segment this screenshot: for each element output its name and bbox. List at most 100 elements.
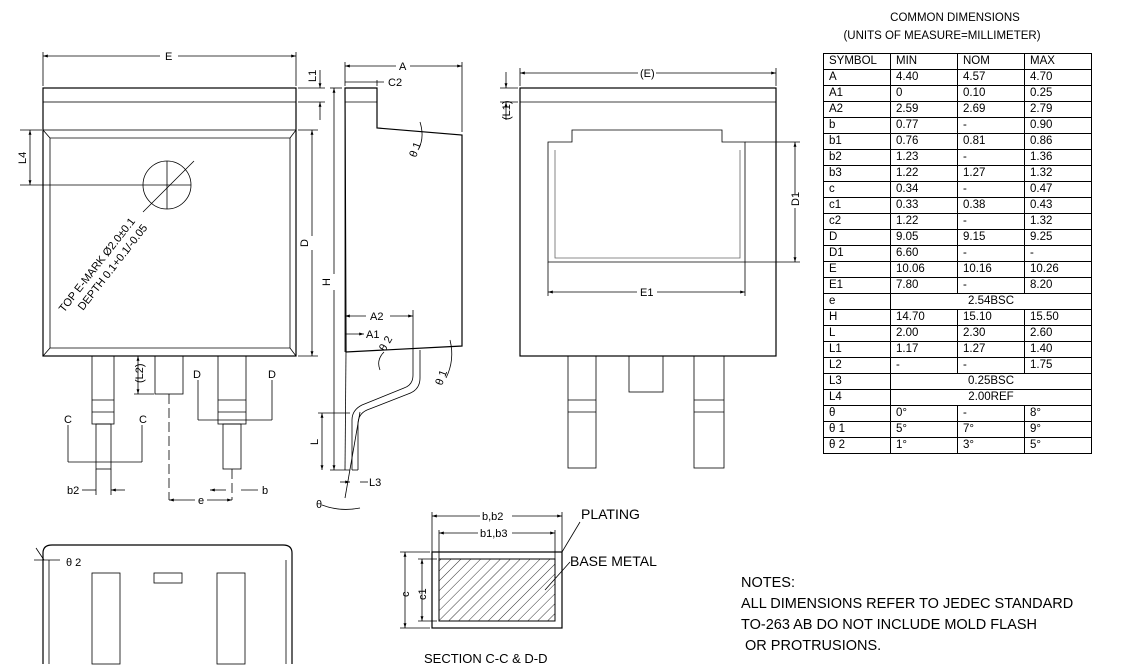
cell-max: 5° <box>1024 437 1092 454</box>
top-view <box>20 52 325 502</box>
notes-line-2: TO-263 AB DO NOT INCLUDE MOLD FLASH <box>741 617 1037 633</box>
cell-min: 6.60 <box>890 245 958 262</box>
cell-min: 4.40 <box>890 69 958 86</box>
cell-max: 9° <box>1024 421 1092 438</box>
cell-min: 0° <box>890 405 958 422</box>
cell-max: 8.20 <box>1024 277 1092 294</box>
cell-nom: 0.10 <box>957 85 1025 102</box>
header-min: MIN <box>890 53 958 70</box>
top-mark-line1: TOP E-MARK Ø2.0±0.1 <box>57 216 138 315</box>
cell-max: 8° <box>1024 405 1092 422</box>
label-A2: A2 <box>370 311 383 323</box>
section-title: SECTION C-C & D-D <box>424 651 548 666</box>
cell-nom: - <box>957 181 1025 198</box>
cell-symbol: D1 <box>823 245 891 262</box>
cell-nom: 10.16 <box>957 261 1025 278</box>
cell-symbol: c1 <box>823 197 891 214</box>
cell-span-value: 0.25BSC <box>890 373 1092 390</box>
cell-min: 0 <box>890 85 958 102</box>
cell-nom: - <box>957 117 1025 134</box>
cell-symbol: b2 <box>823 149 891 166</box>
cell-max: 1.32 <box>1024 213 1092 230</box>
label-b: b <box>262 485 268 497</box>
cell-symbol: L <box>823 325 891 342</box>
bottom-view <box>500 68 800 469</box>
label-E-paren: (E) <box>640 68 655 80</box>
cell-max: 0.25 <box>1024 85 1092 102</box>
cell-min: 5° <box>890 421 958 438</box>
notes-line-3: OR PROTRUSIONS. <box>741 638 882 654</box>
lead-left <box>91 355 115 425</box>
cell-symbol: b3 <box>823 165 891 182</box>
table-row: L2--1.75 <box>823 357 1092 374</box>
cell-min: 10.06 <box>890 261 958 278</box>
header-nom: NOM <box>957 53 1025 70</box>
cell-symbol: A1 <box>823 85 891 102</box>
cell-symbol: A <box>823 69 891 86</box>
section-view <box>400 512 581 629</box>
cell-symbol: θ 1 <box>823 421 891 438</box>
cell-min: 1° <box>890 437 958 454</box>
cell-symbol: θ <box>823 405 891 422</box>
cell-min: 9.05 <box>890 229 958 246</box>
cell-symbol: b <box>823 117 891 134</box>
cell-nom: - <box>957 213 1025 230</box>
cell-min: 2.00 <box>890 325 958 342</box>
top-view-body <box>42 87 297 357</box>
cell-nom: 2.30 <box>957 325 1025 342</box>
front-view <box>34 544 293 665</box>
cell-max: 4.70 <box>1024 69 1092 86</box>
cell-symbol: c2 <box>823 213 891 230</box>
cell-min: 0.77 <box>890 117 958 134</box>
label-D: D <box>299 239 311 247</box>
cell-max: 1.75 <box>1024 357 1092 374</box>
label-base-metal: BASE METAL <box>570 553 657 569</box>
label-b2: b2 <box>67 485 79 497</box>
cell-min: 0.34 <box>890 181 958 198</box>
cell-symbol: L1 <box>823 341 891 358</box>
cell-symbol: L4 <box>823 389 891 406</box>
cell-min: 14.70 <box>890 309 958 326</box>
label-section-D-right: D <box>268 369 276 381</box>
cell-nom: 3° <box>957 437 1025 454</box>
cell-max: 1.40 <box>1024 341 1092 358</box>
cell-min: 7.80 <box>890 277 958 294</box>
cell-nom: 0.38 <box>957 197 1025 214</box>
cell-nom: - <box>957 277 1025 294</box>
cell-nom: 2.69 <box>957 101 1025 118</box>
cell-min: 1.22 <box>890 165 958 182</box>
table-caption-units: (UNITS OF MEASURE=MILLIMETER) <box>843 30 1041 42</box>
cell-nom: 9.15 <box>957 229 1025 246</box>
label-b1-b3: b1,b3 <box>480 528 508 540</box>
cell-min: 1.23 <box>890 149 958 166</box>
label-L1: L1 <box>307 70 319 82</box>
table-caption-title: COMMON DIMENSIONS <box>890 12 1020 24</box>
label-H: H <box>321 278 333 286</box>
label-section-D-left: D <box>193 369 201 381</box>
lead-center <box>154 355 184 395</box>
cell-max: 2.60 <box>1024 325 1092 342</box>
lead-right <box>217 355 247 425</box>
cell-symbol: E <box>823 261 891 278</box>
cell-min: 0.33 <box>890 197 958 214</box>
label-E1: E1 <box>640 287 653 299</box>
label-L3: L3 <box>369 477 381 489</box>
table-header-row: SYMBOL MIN NOM MAX <box>823 53 1092 70</box>
cell-span-value: 2.54BSC <box>890 293 1092 310</box>
cell-symbol: E1 <box>823 277 891 294</box>
